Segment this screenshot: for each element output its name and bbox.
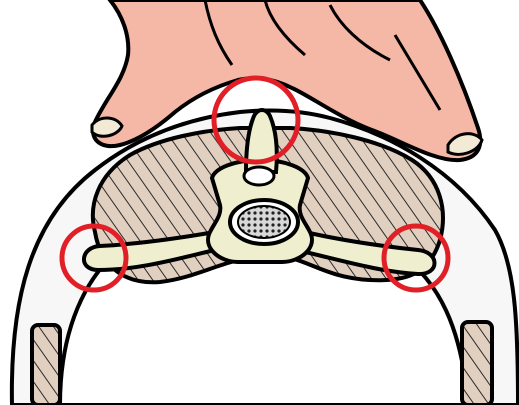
lateral-muscle-strip-right xyxy=(462,322,492,405)
spinal-cord xyxy=(238,206,290,238)
articular-process xyxy=(244,167,274,185)
lateral-muscle-strip-left xyxy=(32,325,60,405)
thumb-nail xyxy=(92,118,122,136)
